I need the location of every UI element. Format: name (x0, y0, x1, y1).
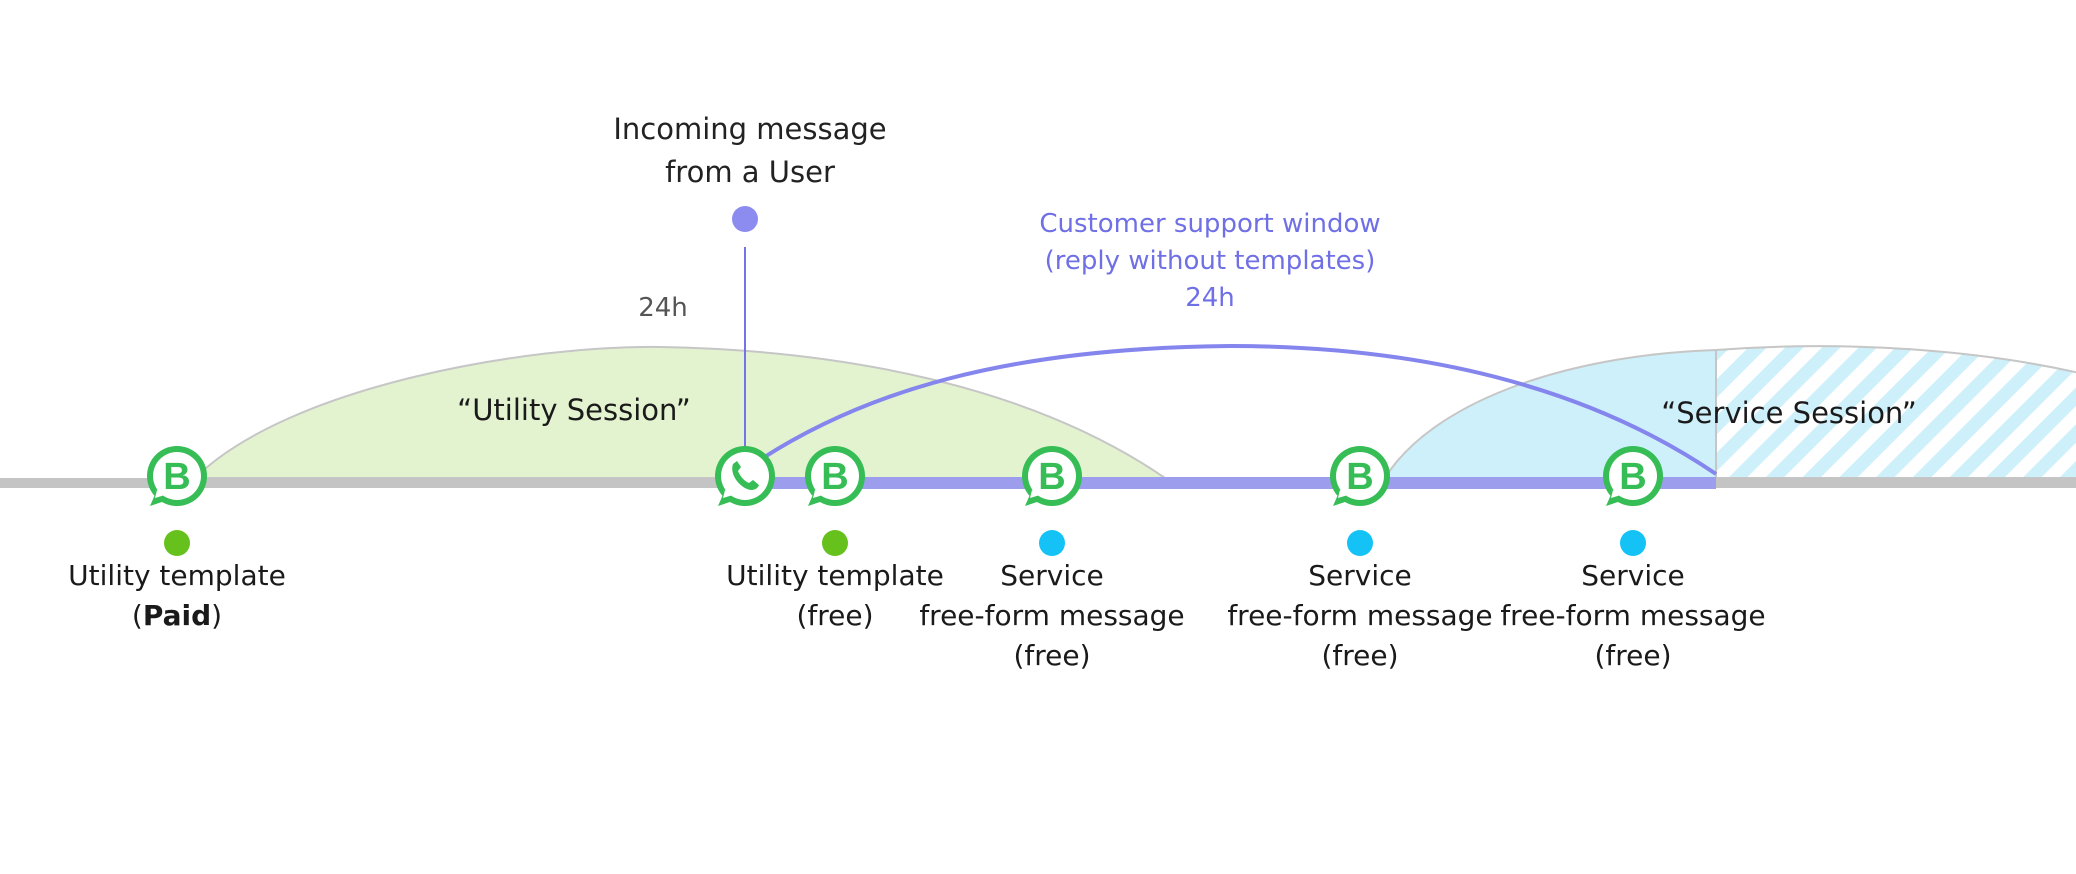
utility-session-duration: 24h (638, 293, 688, 323)
utility-session-area (192, 345, 1169, 479)
utility-session-label: “Utility Session” (457, 393, 691, 427)
business-b-icon: B (1603, 446, 1663, 506)
support-window-label: Customer support window (reply without t… (1039, 209, 1381, 313)
service-session-area (1383, 348, 1717, 479)
service-status-dot (1347, 530, 1373, 556)
svg-text:B: B (821, 456, 848, 498)
service-status-dot (1039, 530, 1065, 556)
service-session-label: “Service Session” (1661, 396, 1917, 430)
service-status-dot (1620, 530, 1646, 556)
event-label-3: Service free-form message (free) (919, 559, 1185, 672)
event-label-4: Service free-form message (free) (1227, 559, 1493, 672)
support-window-arc (743, 343, 1718, 476)
whatsapp-icon (715, 446, 775, 506)
business-b-icon: B (805, 446, 865, 506)
svg-text:B: B (163, 456, 190, 498)
svg-text:B: B (1038, 456, 1065, 498)
svg-text:B: B (1346, 456, 1373, 498)
event-label-2: Utility template (free) (726, 559, 944, 632)
business-b-icon: B (1330, 446, 1390, 506)
svg-text:B: B (1619, 456, 1646, 498)
utility-status-dot (164, 530, 190, 556)
event-label-1: Utility template (Paid) (68, 559, 286, 632)
incoming-dot (732, 206, 758, 232)
utility-status-dot (822, 530, 848, 556)
service-session-expired-area (1715, 345, 2076, 479)
incoming-message-label: Incoming message from a User (613, 112, 887, 189)
support-window-bar (745, 477, 1716, 489)
business-b-icon: B (1022, 446, 1082, 506)
business-b-icon: B (147, 446, 207, 506)
event-label-5: Service free-form message (free) (1500, 559, 1766, 672)
